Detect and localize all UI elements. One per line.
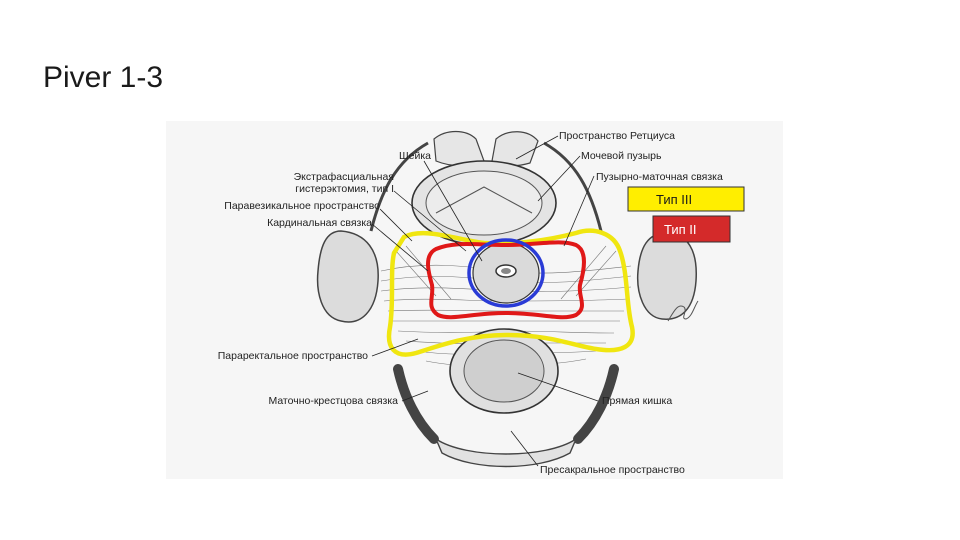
badge-type3: Тип III xyxy=(627,186,745,212)
label-cardinal-ligament: Кардинальная связка xyxy=(267,217,372,229)
ischium-right xyxy=(636,232,697,320)
pubic-ramus-left xyxy=(369,141,429,232)
bladder-lumen xyxy=(425,170,543,236)
label-pararectal-space: Параректальное пространство xyxy=(218,350,368,362)
rectum-lumen xyxy=(463,339,545,403)
label-vesicouterine-ligament: Пузырно-маточная связка xyxy=(596,171,723,183)
anatomical-diagram: Пространство Ретциуса Мочевой пузырь Пуз… xyxy=(166,121,783,479)
label-retzius-space: Пространство Ретциуса xyxy=(559,130,675,142)
fibrous-tissue xyxy=(380,245,632,367)
sacrum xyxy=(434,437,578,468)
sacrum-side-left xyxy=(393,364,439,444)
badge-type3-box xyxy=(627,186,745,212)
label-uterosacral-ligament: Маточно-крестцова связка xyxy=(268,395,398,407)
cervical-canal xyxy=(501,268,511,274)
label-extrafascial-line2: гистерэктомия, тип I xyxy=(295,183,394,195)
type1-contour xyxy=(467,238,545,308)
label-cervix: Шейка xyxy=(399,150,431,162)
badge-type2: Тип II xyxy=(652,215,731,243)
badge-type2-box xyxy=(652,215,731,243)
label-paravesical-space: Паравезикальное пространство xyxy=(224,200,380,212)
badge-type2-text: Тип II xyxy=(664,222,697,237)
pubic-bone-right xyxy=(491,131,539,167)
bladder-trigone-lines xyxy=(435,186,533,214)
pubic-ramus-right xyxy=(543,141,603,232)
ischium-left xyxy=(316,230,379,323)
badge-type3-text: Тип III xyxy=(656,192,692,207)
sacrum-side-right xyxy=(573,364,619,444)
label-bladder: Мочевой пузырь xyxy=(581,150,662,162)
pelvis-cross-section-svg: Пространство Ретциуса Мочевой пузырь Пуз… xyxy=(166,121,783,479)
artist-signature xyxy=(667,300,699,322)
label-rectum: Прямая кишка xyxy=(602,395,672,407)
label-extrafascial-line1: Экстрафасциальная xyxy=(294,171,394,183)
label-presacral-space: Пресакральное пространство xyxy=(540,464,685,476)
slide-title: Piver 1-3 xyxy=(43,61,164,94)
leader-lines xyxy=(371,135,599,467)
